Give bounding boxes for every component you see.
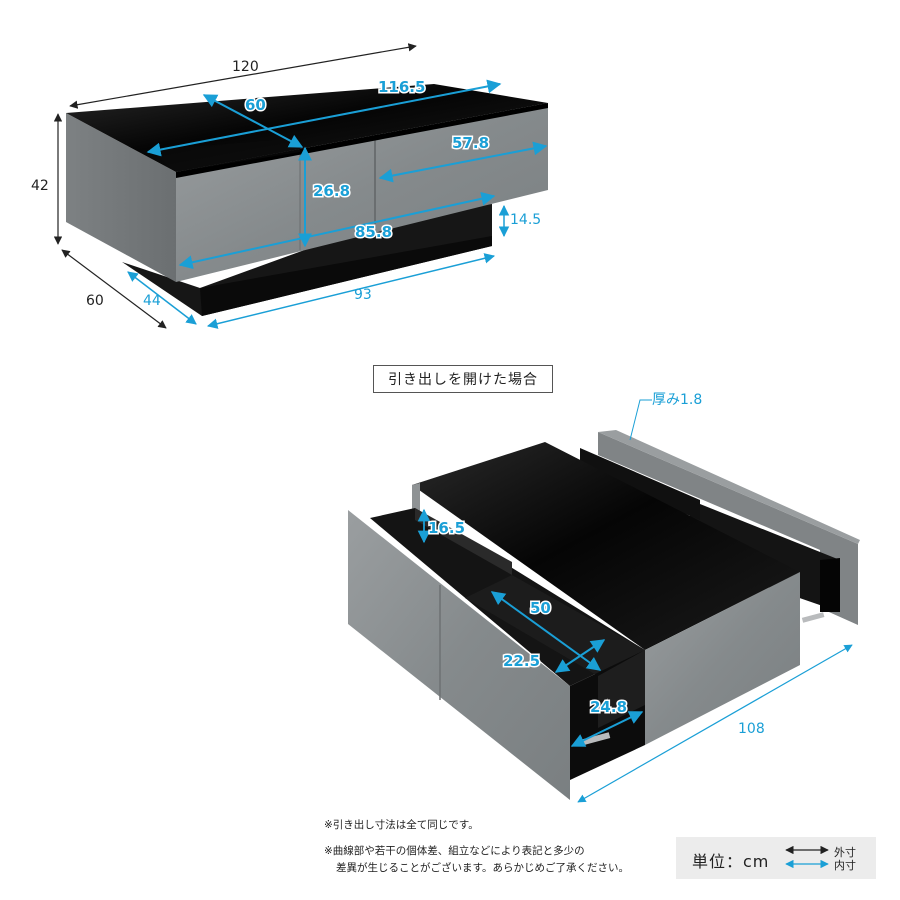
label-base-height: 14.5	[510, 212, 541, 228]
dim-line-drawer-width	[378, 141, 548, 183]
label-drawer-width: 57.8	[452, 134, 489, 152]
label-top-width: 116.5	[378, 78, 425, 96]
label-drawer-height: 26.8	[313, 182, 350, 200]
open-glass-top	[412, 442, 800, 650]
legend-outer-label: 外寸	[834, 846, 856, 859]
dim-line-width-120	[69, 43, 417, 109]
unit-legend-arrows	[785, 845, 829, 869]
legend-inner-label: 内寸	[834, 859, 856, 872]
left-side-panel	[66, 113, 176, 282]
label-span-width: 85.8	[355, 223, 392, 241]
dim-line-top-width	[146, 79, 502, 157]
open-table	[348, 430, 860, 800]
label-thickness: 厚み1.8	[652, 392, 702, 408]
label-base-width: 93	[354, 287, 372, 303]
unit-legend: 単位：cm 外寸 内寸	[676, 837, 876, 879]
unit-label: 単位：cm	[692, 852, 770, 871]
note-drawer-same: ※引き出し寸法は全て同じです。	[324, 819, 479, 831]
dim-line-base-width	[206, 253, 496, 329]
label-top-diagonal: 60	[245, 96, 266, 114]
inner-dimension-lines	[127, 79, 548, 329]
label-open-total: 108	[738, 721, 765, 737]
dim-line-base-depth	[127, 271, 197, 325]
label-open-width: 22.5	[503, 652, 540, 670]
label-outer-height: 42	[31, 178, 49, 194]
label-outer-width: 120	[232, 59, 259, 75]
thickness-leader-line	[629, 399, 652, 441]
open-drawer-caption: 引き出しを開けた場合	[373, 365, 553, 393]
label-open-length: 50	[530, 599, 551, 617]
dim-line-open-total	[577, 644, 853, 803]
note-variance-line1: ※曲線部や若干の個体差、組立などにより表記と多少の	[324, 845, 585, 857]
note-variance-line2: 差異が生じることがございます。あらかじめご了承ください。	[336, 862, 629, 874]
label-base-depth: 44	[143, 293, 161, 309]
label-open-front: 24.8	[590, 698, 627, 716]
open-dimension-lines	[417, 508, 853, 803]
label-outer-depth: 60	[86, 293, 104, 309]
left-drawer-front	[348, 510, 570, 800]
label-open-height: 16.5	[428, 519, 465, 537]
